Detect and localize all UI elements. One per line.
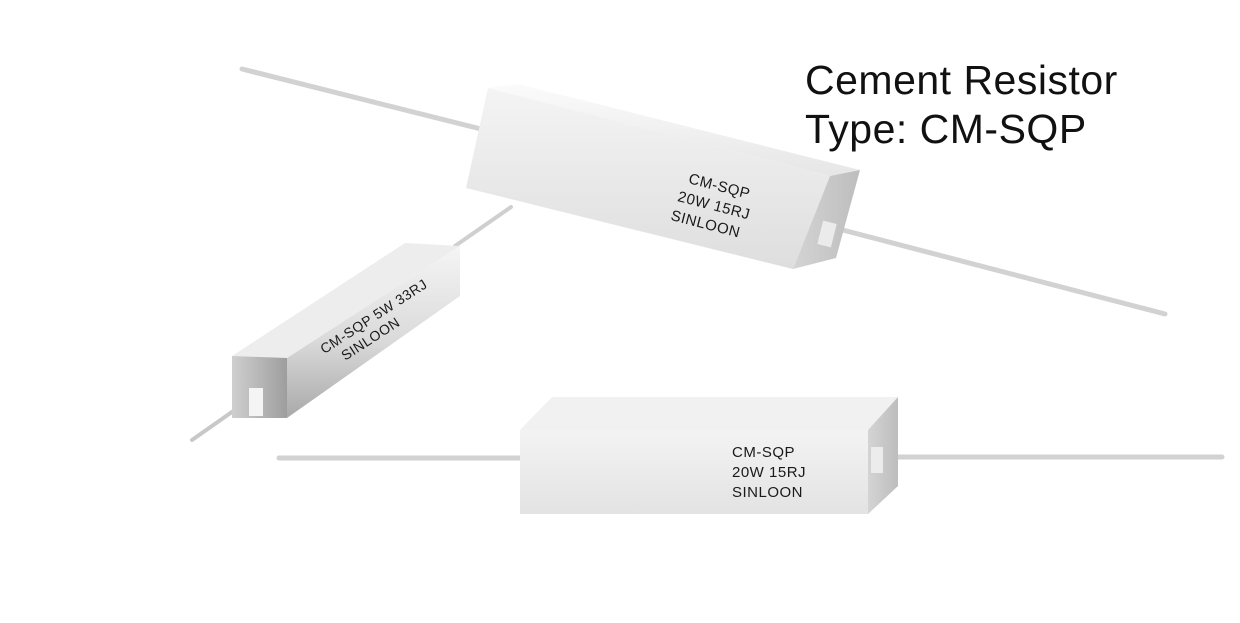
- lead-wire-right: [832, 225, 1168, 317]
- resistor-label-line: SINLOON: [732, 484, 803, 501]
- resistor-front-face: [287, 246, 460, 418]
- product-type: Type: CM-SQP: [805, 106, 1087, 152]
- product-title: Cement Resistor: [805, 57, 1118, 103]
- resistor-top-face: [520, 397, 898, 430]
- resistor-label-line: CM-SQP: [732, 444, 795, 461]
- lead-wire-left: [239, 66, 488, 133]
- resistor-front-face: [466, 88, 830, 269]
- lead-wire-back: [453, 205, 513, 248]
- resistor-large-flat: CM-SQP 20W 15RJ SINLOON: [276, 397, 1225, 514]
- resistor-small-tilted: CM-SQP 5W 33RJ SINLOON: [190, 205, 513, 442]
- resistor-label-line: 20W 15RJ: [732, 464, 806, 481]
- resistor-end-face: [793, 170, 860, 269]
- resistor-large-tilted: CM-SQP 20W 15RJ SINLOON: [239, 66, 1168, 317]
- resistor-top-face: [488, 84, 860, 176]
- product-heading: Cement Resistor Type: CM-SQP: [805, 56, 1118, 154]
- resistor-end-face: [232, 356, 287, 418]
- resistor-top-face: [232, 243, 460, 358]
- resistor-front-face: [520, 430, 868, 514]
